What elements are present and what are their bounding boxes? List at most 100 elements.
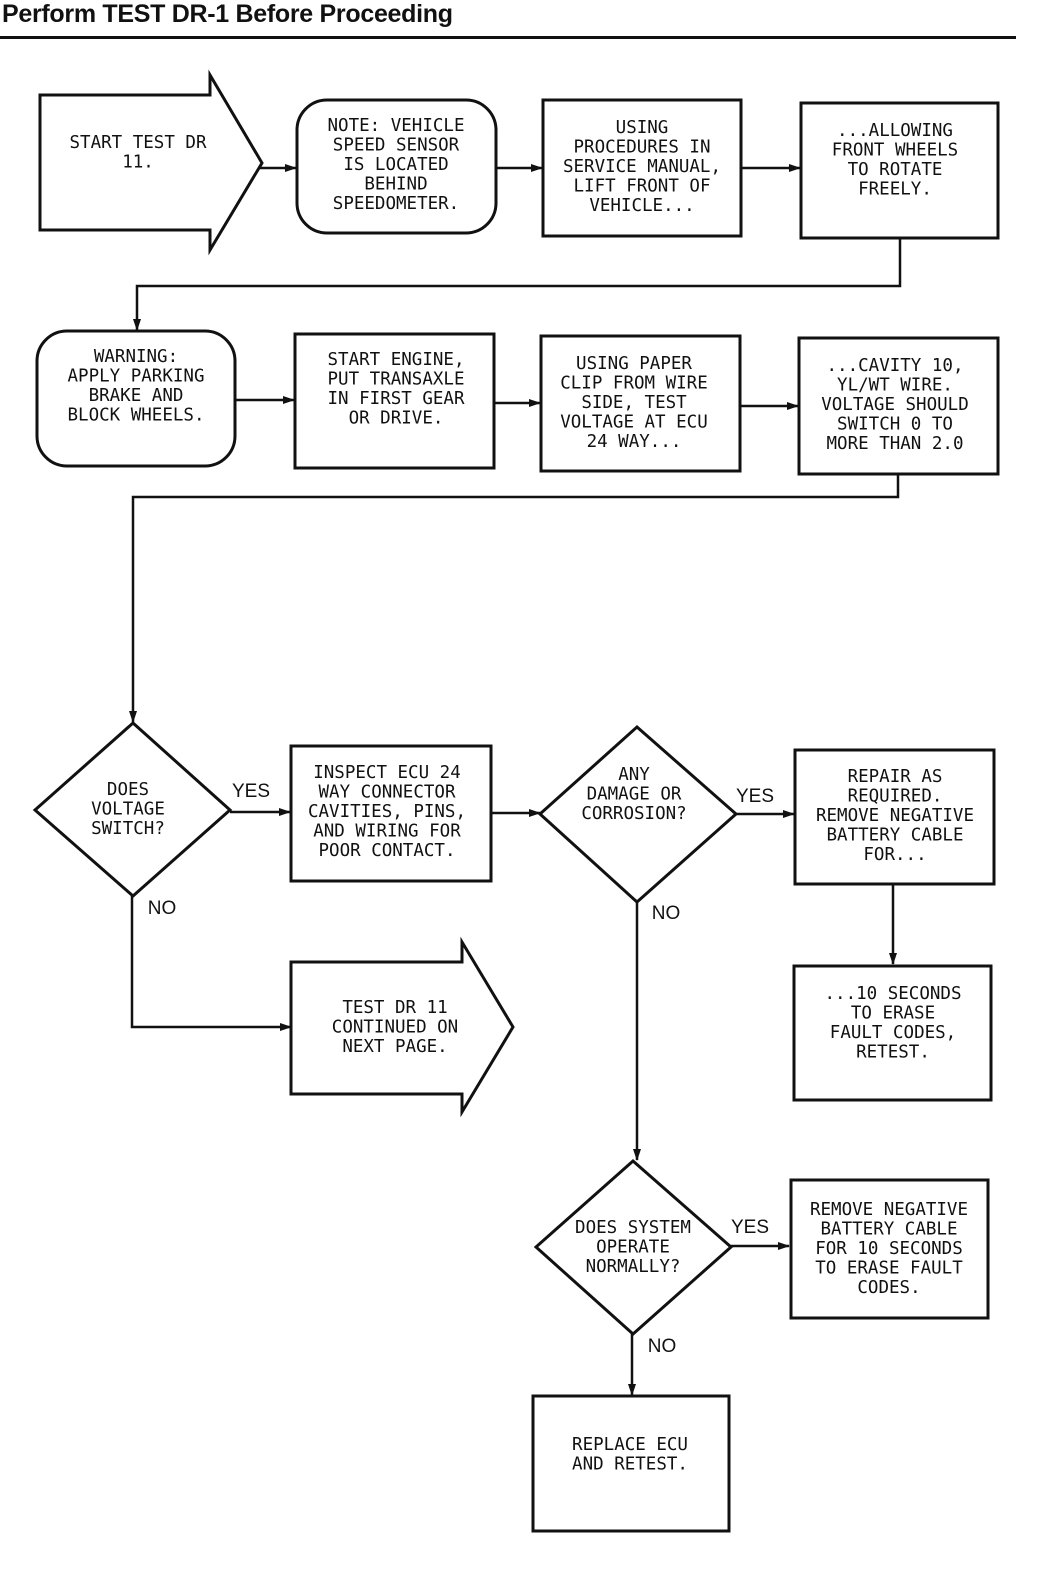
- text-line: REMOVE NEGATIVE: [810, 1200, 968, 1220]
- text-line: START TEST DR: [70, 133, 207, 153]
- text-line: SWITCH 0 TO: [837, 415, 953, 435]
- connectors: [129, 164, 902, 1396]
- system-no-label: NO: [648, 1336, 677, 1357]
- text-line: CAVITIES, PINS,: [308, 802, 466, 822]
- text-line: NEXT PAGE.: [342, 1037, 447, 1057]
- text-line: CLIP FROM WIRE: [560, 374, 708, 394]
- text-line: IS LOCATED: [343, 155, 448, 175]
- text-line: DOES: [107, 780, 149, 800]
- text-line: OPERATE: [596, 1238, 670, 1258]
- text-line: 24 WAY...: [587, 432, 682, 452]
- warning-box: [35, 329, 237, 468]
- text-line: POOR CONTACT.: [319, 841, 456, 861]
- text-line: SIDE, TEST: [581, 393, 687, 413]
- text-line: VOLTAGE: [91, 800, 165, 820]
- text-line: FAULT CODES,: [830, 1023, 956, 1043]
- text-line: AND RETEST.: [572, 1455, 688, 1475]
- text-line: APPLY PARKING: [68, 367, 205, 387]
- text-line: MORE THAN 2.0: [827, 434, 964, 454]
- text-line: BATTERY CABLE: [827, 826, 964, 846]
- text-line: USING: [616, 118, 669, 138]
- text-line: WAY CONNECTOR: [319, 783, 456, 803]
- text-line: FRONT WHEELS: [832, 141, 958, 161]
- start-engine-box: [293, 332, 496, 470]
- text-line: SWITCH?: [91, 819, 165, 839]
- text-line: VEHICLE...: [589, 196, 694, 216]
- text-line: REQUIRED.: [848, 787, 943, 807]
- does-system-diamond: [533, 1158, 734, 1337]
- text-line: TO ROTATE: [848, 160, 943, 180]
- text-line: CODES.: [857, 1278, 920, 1298]
- text-line: BEHIND: [364, 175, 427, 195]
- arrow-cavity-to-does-voltage: [129, 474, 900, 723]
- header-rule: [0, 36, 1016, 39]
- does-voltage-diamond: [32, 720, 233, 899]
- allowing-box: [799, 101, 1000, 240]
- text-line: NORMALLY?: [586, 1257, 681, 1277]
- text-line: FREELY.: [858, 180, 932, 200]
- lift-box: [541, 98, 743, 238]
- text-line: OR DRIVE.: [349, 409, 444, 429]
- text-line: DAMAGE OR: [587, 785, 682, 805]
- text-line: CONTINUED ON: [332, 1018, 458, 1038]
- text-line: TO ERASE FAULT: [815, 1259, 963, 1279]
- text-line: VOLTAGE SHOULD: [821, 395, 969, 415]
- text-line: INSPECT ECU 24: [313, 763, 461, 783]
- voltage-no-label: NO: [148, 898, 177, 919]
- text-line: PROCEDURES IN: [574, 138, 711, 158]
- branch-labels: YES NO YES NO YES NO: [148, 781, 774, 1357]
- continued-arrow-shape: [289, 936, 515, 1118]
- text-line: ...10 SECONDS: [825, 984, 962, 1004]
- text-line: IN FIRST GEAR: [328, 389, 465, 409]
- text-line: RETEST.: [856, 1043, 930, 1063]
- text-line: REMOVE NEGATIVE: [816, 806, 974, 826]
- system-yes-label: YES: [731, 1217, 769, 1238]
- text-line: CORROSION?: [581, 804, 686, 824]
- text-line: REPAIR AS: [848, 767, 943, 787]
- text-line: USING PAPER: [576, 354, 692, 374]
- erase-box: [792, 964, 993, 1102]
- text-line: BATTERY CABLE: [821, 1220, 958, 1240]
- text-line: FOR...: [863, 845, 926, 865]
- text-line: AND WIRING FOR: [313, 822, 461, 842]
- text-line: DOES SYSTEM: [575, 1218, 691, 1238]
- cavity-box: [797, 336, 1000, 476]
- arrow-does-voltage-to-continued: [130, 896, 292, 1031]
- text-line: VOLTAGE AT ECU: [560, 413, 708, 433]
- text-line: TEST DR 11: [342, 998, 447, 1018]
- arrow-allowing-to-warning: [133, 238, 902, 331]
- text-line: 11.: [122, 153, 154, 173]
- text-line: LIFT FRONT OF: [574, 177, 711, 197]
- repair-box: [793, 748, 996, 886]
- text-line: SPEEDOMETER.: [333, 194, 459, 214]
- start-arrow-shape: [38, 69, 264, 256]
- damage-diamond: [537, 724, 739, 905]
- text-line: WARNING:: [94, 347, 178, 367]
- text-line: BRAKE AND: [89, 386, 184, 406]
